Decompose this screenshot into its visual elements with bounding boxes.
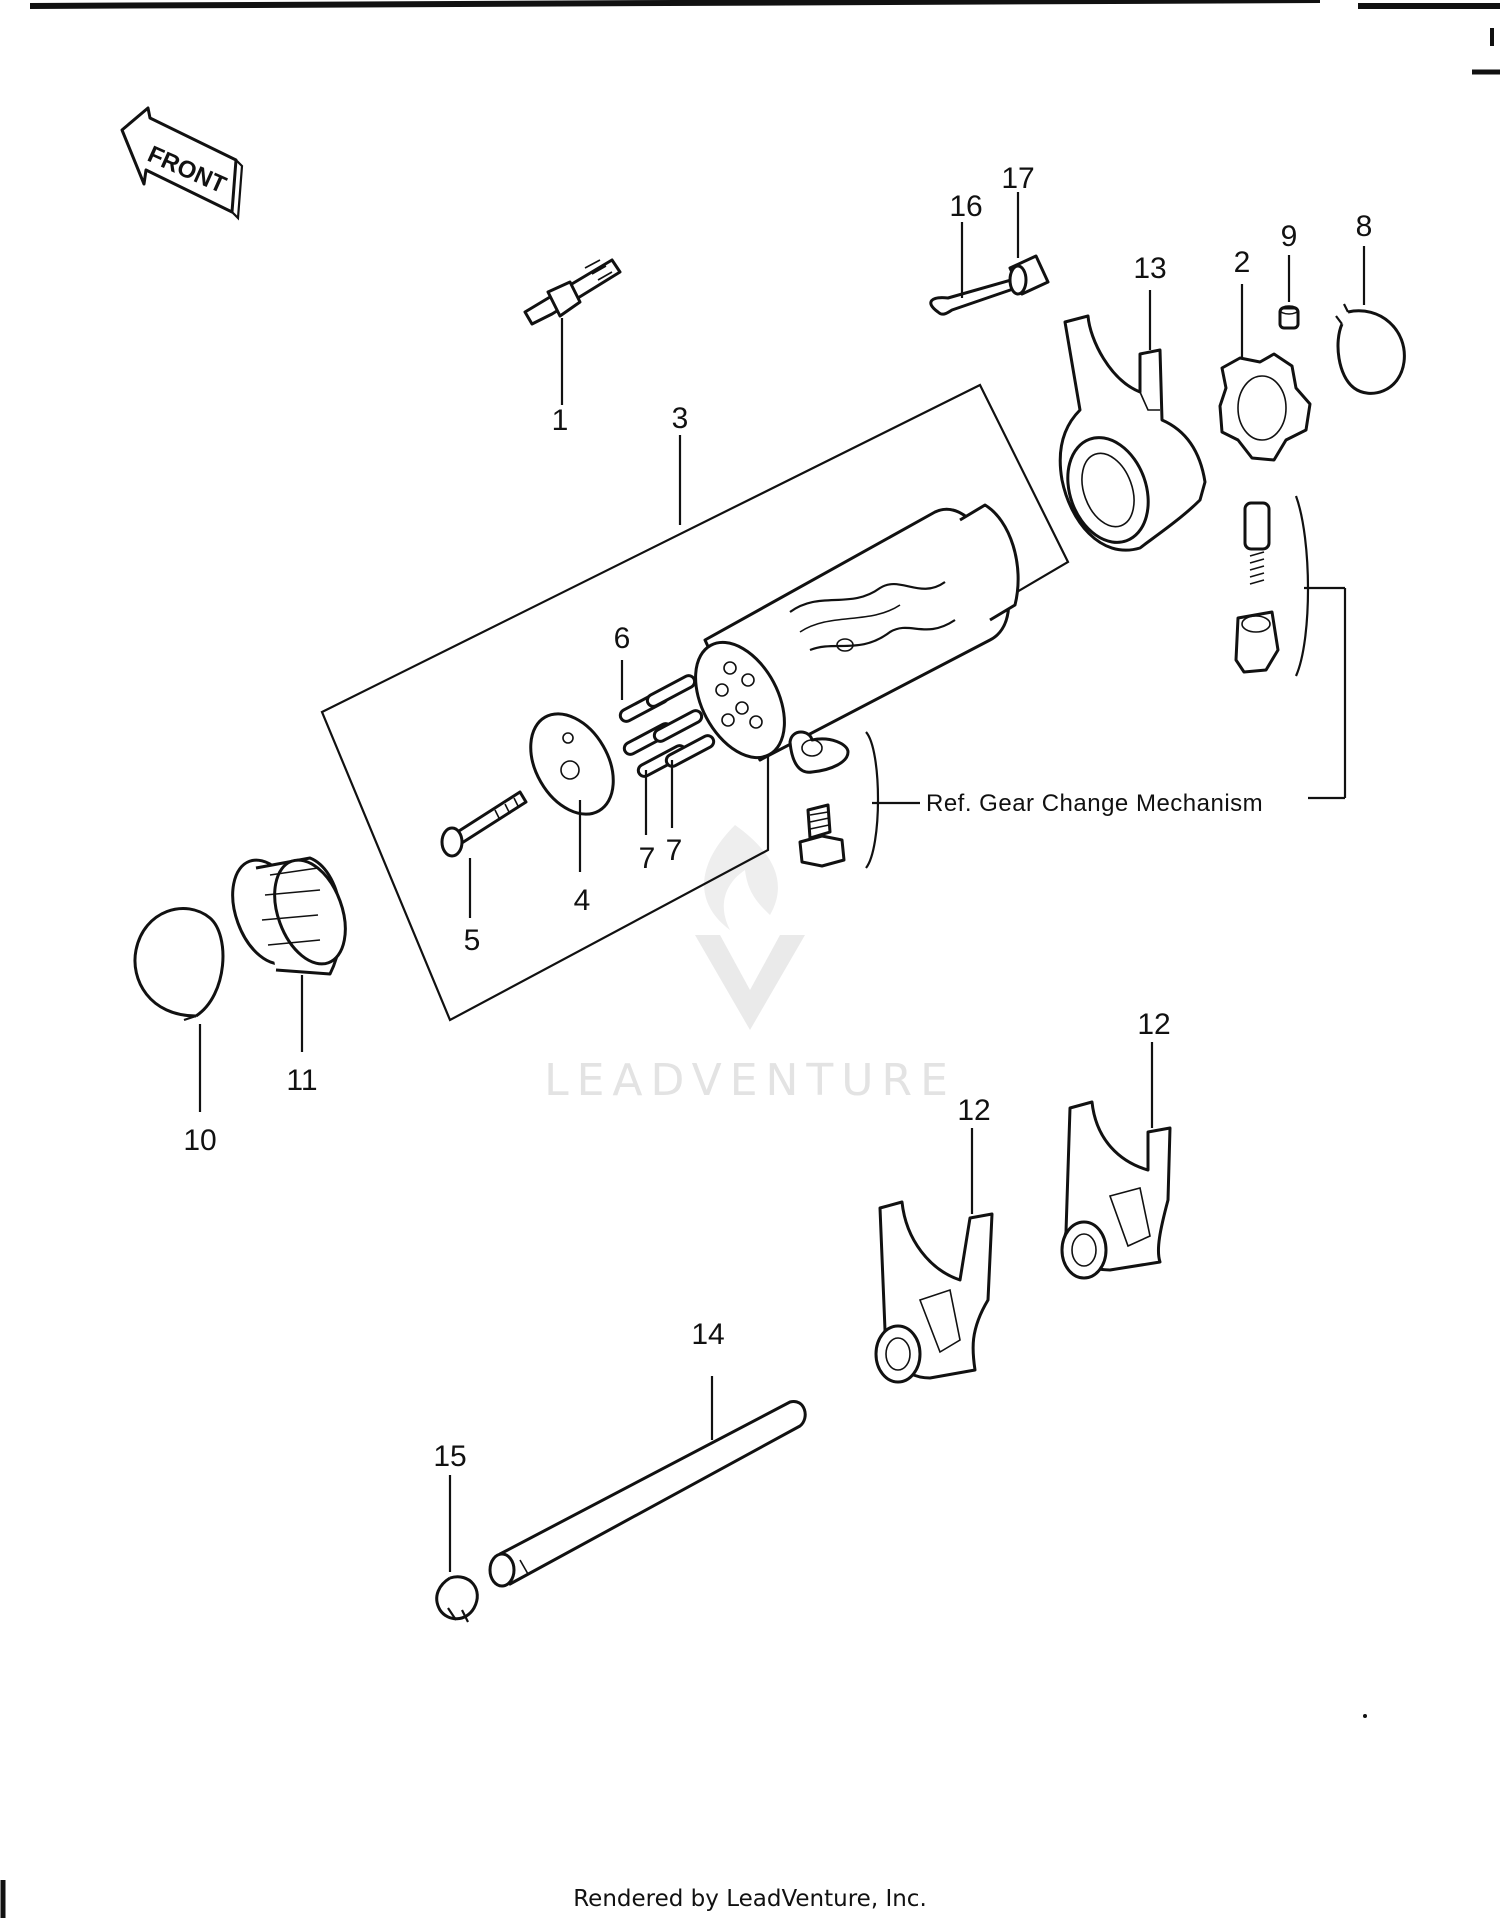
screw-part-5: 5: [440, 790, 528, 957]
gear-change-reference-parts: Ref. Gear Change Mechanism: [788, 495, 1347, 869]
callout-16: 16: [949, 190, 982, 223]
watermark-text: LEADVENTURE: [544, 1055, 956, 1106]
callout-13: 13: [1133, 252, 1166, 285]
needle-bearing-part-11: 11: [231, 856, 347, 1097]
drum-plate-part-4: 4: [529, 712, 615, 917]
callout-9: 9: [1281, 220, 1298, 253]
callout-7b: 7: [666, 834, 683, 867]
shaft-part-14: 14: [488, 1318, 807, 1588]
callout-4: 4: [574, 884, 591, 917]
front-arrow-icon: FRONT: [120, 106, 244, 221]
callout-8: 8: [1356, 210, 1373, 243]
small-pin-part-9: 9: [1278, 220, 1300, 330]
watermark: LEADVENTURE: [544, 825, 956, 1106]
callout-11: 11: [286, 1064, 317, 1097]
callout-6: 6: [614, 622, 631, 655]
kit-boundary-3: [320, 383, 1070, 1022]
callout-10: 10: [183, 1124, 216, 1157]
callout-5: 5: [464, 924, 481, 957]
callout-3: 3: [672, 402, 689, 435]
neutral-switch-part-1: 1: [523, 258, 622, 437]
shift-drum-part-3: 3: [672, 402, 1020, 762]
circlip-part-8: 8: [1335, 210, 1406, 395]
callout-7a: 7: [639, 842, 656, 875]
shift-fork-part-12-right: 12: [1060, 1008, 1172, 1280]
callout-1: 1: [552, 404, 569, 437]
cotter-pin-part-16: 16: [929, 190, 1024, 316]
snap-ring-part-10: 10: [133, 907, 225, 1157]
pin-part-17: 17: [1001, 162, 1050, 296]
shift-fork-part-12-left: 12: [874, 1094, 994, 1384]
clip-part-15: 15: [433, 1440, 479, 1623]
callout-14: 14: [691, 1318, 724, 1351]
callout-2: 2: [1234, 246, 1251, 279]
shift-fork-part-13: 13: [1058, 252, 1207, 552]
callout-15: 15: [433, 1440, 466, 1473]
callout-12b: 12: [1137, 1008, 1170, 1041]
reference-note: Ref. Gear Change Mechanism: [926, 790, 1263, 817]
callout-12a: 12: [957, 1094, 990, 1127]
callout-17: 17: [1001, 162, 1034, 195]
footer-credit: Rendered by LeadVenture, Inc.: [573, 1886, 927, 1912]
cam-plate-part-2: 2: [1218, 246, 1312, 462]
pins-part-6-7: 6 7 7: [614, 622, 716, 875]
